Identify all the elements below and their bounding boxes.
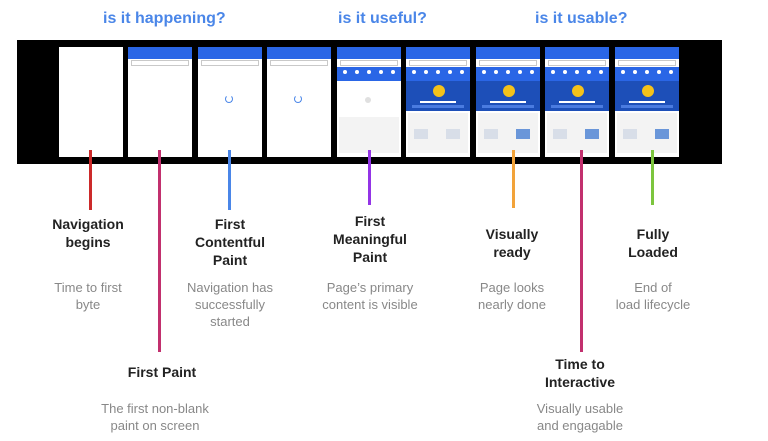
filmstrip xyxy=(17,40,722,164)
frame-loading-1 xyxy=(198,47,262,157)
question-usable: is it usable? xyxy=(535,10,628,27)
frame-blank xyxy=(59,47,123,157)
marker-visually-ready xyxy=(512,150,515,208)
marker-first-paint xyxy=(158,150,161,352)
frame-banner-3 xyxy=(545,47,609,157)
question-happening: is it happening? xyxy=(103,10,226,27)
frame-header xyxy=(128,47,192,157)
frame-banner-1 xyxy=(406,47,470,157)
marker-navigation xyxy=(89,150,92,210)
marker-fully-loaded xyxy=(651,150,654,205)
question-useful: is it useful? xyxy=(338,10,427,27)
label-first-paint: First Paint xyxy=(127,364,197,380)
marker-fmp xyxy=(368,150,371,205)
spinner-icon xyxy=(225,95,233,103)
frame-banner-4 xyxy=(615,47,679,157)
frame-skeleton xyxy=(337,47,401,157)
spinner-icon xyxy=(294,95,302,103)
marker-fcp xyxy=(228,150,231,210)
marker-tti xyxy=(580,150,583,352)
frame-banner-2 xyxy=(476,47,540,157)
frame-loading-2 xyxy=(267,47,331,157)
